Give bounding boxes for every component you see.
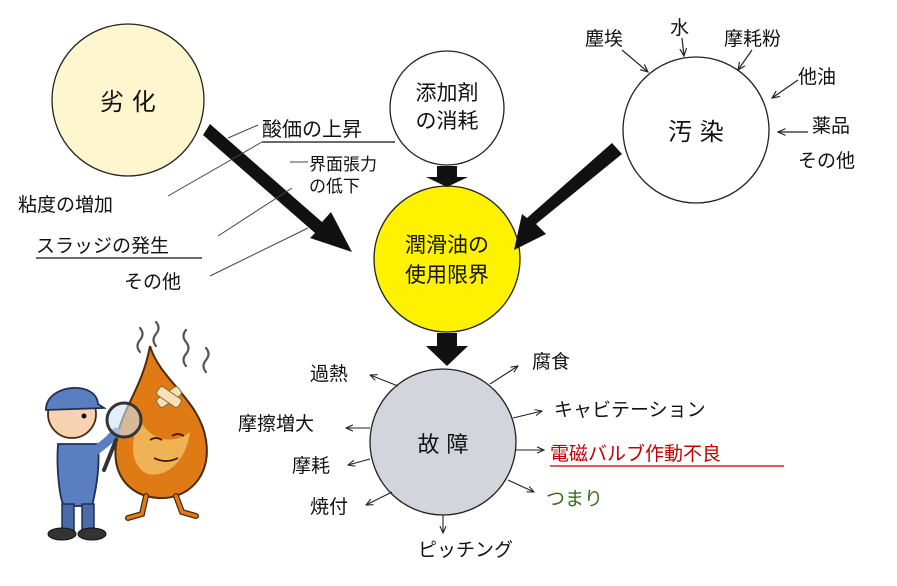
- viscosity-increase-label: 粘度の増加: [18, 194, 113, 216]
- interfacial-tension-line1: 界面張力: [309, 155, 377, 175]
- additive-label-line1: 添加剤: [416, 81, 479, 105]
- usage-limit-line2: 使用限界: [405, 263, 489, 287]
- usage-limit-node: 潤滑油の 使用限界: [373, 185, 521, 333]
- arrow-contamination-to-limit: [514, 143, 622, 250]
- wear-label: 摩耗: [292, 455, 330, 477]
- cavitation-label: キャビテーション: [554, 399, 706, 421]
- arrow-limit-to-failure: [426, 333, 468, 366]
- friction-increase-label: 摩擦増大: [238, 413, 314, 435]
- solenoid-valve-failure-label: 電磁バルブ作動不良: [550, 442, 721, 465]
- additive-node: 添加剤 の消耗: [389, 50, 505, 166]
- interfacial-tension-line2: の低下: [309, 177, 360, 197]
- deterioration-causes: 酸価の上昇 界面張力 の低下 粘度の増加 スラッジの発生 その他: [18, 117, 395, 293]
- acid-rise-label: 酸価の上昇: [262, 117, 362, 141]
- contamination-node: 汚 染: [622, 56, 770, 204]
- corrosion-label: 腐食: [532, 351, 570, 373]
- deterioration-label: 劣 化: [100, 88, 156, 116]
- dust-label: 塵埃: [585, 28, 623, 50]
- wear-powder-label: 摩耗粉: [724, 28, 781, 50]
- arrow-deterioration-to-limit: [203, 124, 352, 252]
- additive-label-line2: の消耗: [416, 109, 479, 133]
- failure-node: 故 障: [369, 368, 517, 516]
- seizure-label: 焼付: [310, 496, 348, 518]
- inspector-with-magnifier-and-oil-drop-icon: [45, 320, 210, 541]
- overheat-label: 過熱: [310, 363, 348, 385]
- failure-label: 故 障: [418, 433, 469, 458]
- big-arrows: [203, 124, 622, 366]
- arrow-additive-to-limit: [426, 166, 468, 187]
- contamination-other-label: その他: [798, 150, 855, 172]
- pitting-label: ピッチング: [418, 539, 513, 561]
- failures: 過熱 腐食 キャビテーション 摩擦増大 電磁バルブ作動不良 摩耗 つまり 焼付 …: [238, 351, 784, 561]
- deterioration-other-label: その他: [124, 271, 181, 293]
- contaminants: 塵埃 水 摩耗粉 他油 薬品 その他: [585, 17, 855, 172]
- contamination-label: 汚 染: [668, 118, 724, 146]
- water-label: 水: [670, 17, 689, 39]
- clogging-label: つまり: [546, 488, 603, 510]
- sludge-label: スラッジの発生: [36, 235, 169, 257]
- chemicals-label: 薬品: [812, 115, 850, 137]
- deterioration-node: 劣 化: [51, 23, 205, 177]
- usage-limit-line1: 潤滑油の: [405, 233, 489, 257]
- other-oil-label: 他油: [798, 66, 836, 88]
